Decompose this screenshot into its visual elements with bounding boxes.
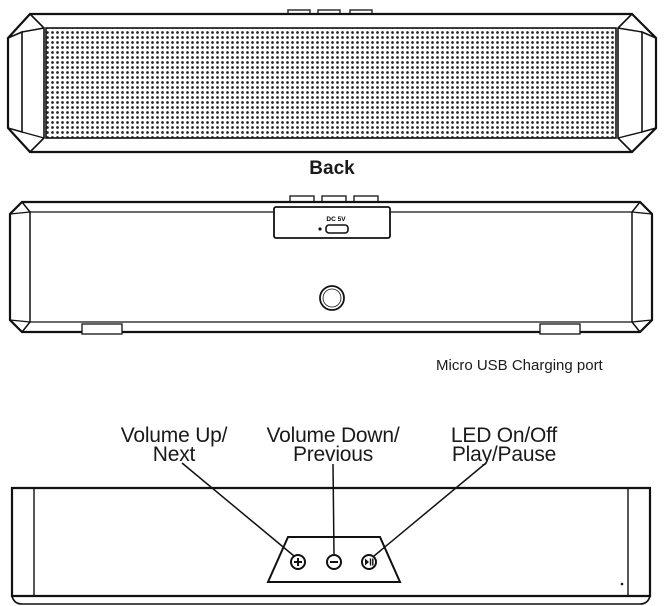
- mount-hole: [319, 285, 345, 311]
- callout-line-2: Previous: [292, 443, 374, 466]
- callout-line-1: LED On/Off: [450, 424, 558, 447]
- callout-volume-down: Volume Down/ Previous: [254, 424, 412, 466]
- leader-line-play-pause: [373, 462, 487, 557]
- back-view: DC 5V: [8, 195, 654, 335]
- leader-line-volume-down: [332, 463, 335, 555]
- foot-right: [539, 323, 581, 335]
- micro-usb-label: Micro USB Charging port: [436, 357, 603, 374]
- leader-line-volume-up: [181, 462, 295, 557]
- speaker-grill: [45, 27, 617, 139]
- callout-line-2: Play/Pause: [451, 443, 557, 466]
- callout-play-pause: LED On/Off Play/Pause: [434, 424, 574, 466]
- charge-led: [318, 227, 322, 231]
- callout-line-2: Next: [152, 443, 196, 466]
- port-panel: [273, 206, 391, 239]
- foot-left: [81, 323, 123, 335]
- front-view: [6, 9, 658, 154]
- top-view: [10, 462, 652, 605]
- callout-line-1: Volume Up/: [120, 424, 228, 447]
- callout-volume-up: Volume Up/ Next: [104, 424, 244, 466]
- minus-icon: [326, 554, 342, 570]
- back-label: Back: [309, 158, 355, 179]
- port-marking: DC 5V: [326, 216, 346, 223]
- micro-usb-port: [325, 224, 349, 234]
- callout-line-1: Volume Down/: [266, 424, 400, 447]
- play-pause-icon: [361, 554, 377, 570]
- plus-icon: [290, 554, 306, 570]
